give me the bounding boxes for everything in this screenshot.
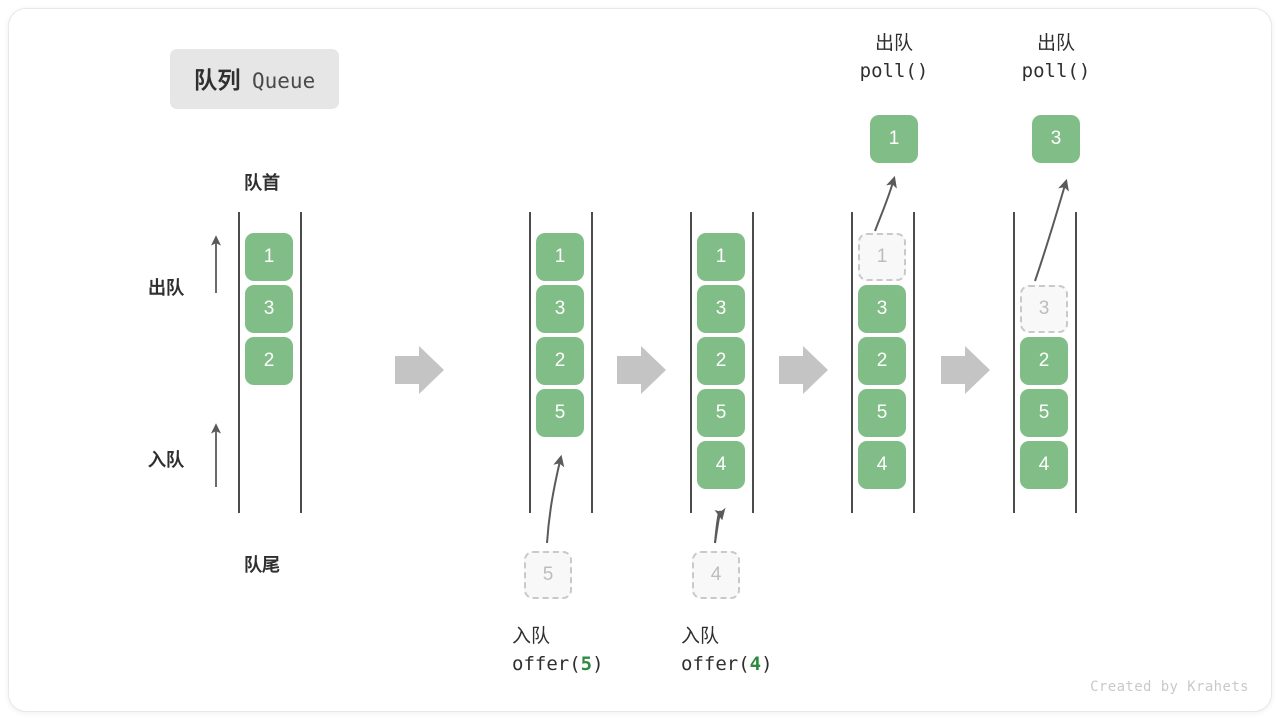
queue-cell: 2 bbox=[697, 337, 745, 385]
incoming-ghost-cell: 4 bbox=[692, 551, 740, 599]
queue-rail-right-col2 bbox=[591, 212, 593, 513]
incoming-ghost-cell: 5 bbox=[524, 551, 572, 599]
queue-rail-left-col4 bbox=[851, 212, 853, 513]
queue-cell: 5 bbox=[858, 389, 906, 437]
diagram-title-cn: 队列 bbox=[194, 67, 241, 93]
operation-caption-cn: 入队 bbox=[681, 626, 720, 647]
offer-5-curve-arrow bbox=[546, 454, 565, 544]
queue-head-label: 队首 bbox=[244, 173, 280, 193]
queue-rail-left-col3 bbox=[690, 212, 692, 513]
queue-rail-right-col1 bbox=[300, 212, 302, 513]
operation-caption-fn: offer(4) bbox=[681, 651, 773, 679]
popped-cell: 1 bbox=[870, 115, 918, 163]
offer-4-curve-arrow bbox=[714, 507, 726, 544]
operation-caption-fn: offer(5) bbox=[512, 651, 604, 679]
queue-cell: 5 bbox=[1020, 389, 1068, 437]
queue-cell: 4 bbox=[1020, 441, 1068, 489]
queue-rail-left-col2 bbox=[529, 212, 531, 513]
operation-caption-fn: poll() bbox=[1021, 59, 1091, 82]
queue-cell: 3 bbox=[858, 285, 906, 333]
flow-arrow-3 bbox=[779, 346, 828, 394]
fn-prefix: offer( bbox=[512, 652, 581, 675]
queue-rail-right-col4 bbox=[913, 212, 915, 513]
operation-caption-poll-1: 出队 poll() bbox=[799, 31, 989, 85]
queue-cell: 1 bbox=[697, 233, 745, 281]
popped-cell: 3 bbox=[1032, 115, 1080, 163]
flow-arrow-1 bbox=[395, 346, 444, 394]
operation-caption-fn: poll() bbox=[859, 59, 929, 82]
queue-rail-left-col1 bbox=[238, 212, 240, 513]
queue-cell: 2 bbox=[858, 337, 906, 385]
queue-rail-left-col5 bbox=[1013, 212, 1015, 513]
diagram-stage: 队列 Queue 队首 队尾 出队 入队 1 3 2 1 3 2 5 5 入队 … bbox=[9, 9, 1271, 711]
queue-tail-label: 队尾 bbox=[244, 555, 280, 575]
queue-cell: 1 bbox=[536, 233, 584, 281]
queue-cell: 5 bbox=[697, 389, 745, 437]
queue-cell: 3 bbox=[697, 285, 745, 333]
credit-text: Created by Krahets bbox=[1090, 679, 1249, 695]
queue-cell: 4 bbox=[858, 441, 906, 489]
queue-cell: 3 bbox=[536, 285, 584, 333]
poll-3-curve-arrow bbox=[1034, 178, 1069, 282]
queue-cell: 4 bbox=[697, 441, 745, 489]
operation-caption-offer-5: 入队 offer(5) bbox=[512, 623, 604, 678]
flow-arrow-4 bbox=[941, 346, 990, 394]
fn-suffix: ) bbox=[592, 652, 604, 675]
dequeue-side-label: 出队 bbox=[148, 278, 184, 298]
fn-arg: 4 bbox=[749, 652, 762, 675]
queue-cell: 2 bbox=[245, 337, 293, 385]
diagram-card: 队列 Queue 队首 队尾 出队 入队 1 3 2 1 3 2 5 5 入队 … bbox=[8, 8, 1272, 712]
queue-cell: 5 bbox=[536, 389, 584, 437]
diagram-title-en: Queue bbox=[252, 69, 316, 93]
operation-caption-cn: 入队 bbox=[512, 626, 551, 647]
fn-prefix: offer( bbox=[681, 652, 750, 675]
queue-rail-right-col5 bbox=[1075, 212, 1077, 513]
fn-suffix: ) bbox=[761, 652, 773, 675]
queue-cell: 2 bbox=[1020, 337, 1068, 385]
queue-cell: 3 bbox=[1020, 285, 1068, 333]
queue-rail-right-col3 bbox=[752, 212, 754, 513]
queue-cell: 2 bbox=[536, 337, 584, 385]
diagram-title-badge: 队列 Queue bbox=[170, 49, 340, 109]
fn-arg: 5 bbox=[580, 652, 593, 675]
operation-caption-cn: 出队 bbox=[874, 33, 913, 54]
operation-caption-cn: 出队 bbox=[1036, 33, 1075, 54]
enqueue-side-label: 入队 bbox=[148, 450, 184, 470]
queue-cell: 3 bbox=[245, 285, 293, 333]
queue-cell: 1 bbox=[858, 233, 906, 281]
arrow-overlay bbox=[210, 175, 1069, 544]
poll-1-curve-arrow bbox=[874, 175, 897, 232]
flow-arrow-2 bbox=[617, 346, 666, 394]
queue-cell: 1 bbox=[245, 233, 293, 281]
operation-caption-poll-3: 出队 poll() bbox=[961, 31, 1151, 85]
operation-caption-offer-4: 入队 offer(4) bbox=[681, 623, 773, 678]
